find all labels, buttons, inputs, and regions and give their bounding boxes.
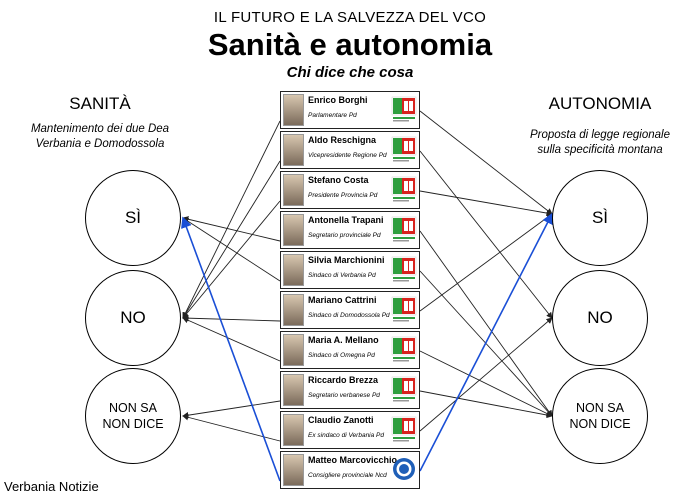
kicker: IL FUTURO E LA SALVEZZA DEL VCO bbox=[213, 9, 487, 26]
autonomia-connector bbox=[419, 110, 553, 215]
autonomia-connector bbox=[419, 190, 553, 217]
autonomia-description: Proposta di legge regionale sulla specif… bbox=[529, 129, 671, 156]
person-photo bbox=[283, 214, 304, 246]
sanita-yes-label: SÌ bbox=[124, 208, 142, 227]
pd-logo-icon bbox=[391, 136, 417, 162]
person-role: Sindaco di Domodossola Pd bbox=[308, 312, 390, 319]
pd-logo-icon bbox=[391, 416, 417, 442]
pd-logo-icon bbox=[391, 336, 417, 362]
sanita-connector bbox=[182, 400, 281, 419]
person-name: Stefano Costa bbox=[308, 175, 369, 185]
sanita-description: Mantenimento dei due Dea Verbania e Domo… bbox=[30, 123, 170, 150]
person-role: Parlamentare Pd bbox=[308, 112, 357, 119]
person-role: Segretario verbanese Pd bbox=[308, 392, 380, 399]
sanita-yes-node: SÌ bbox=[85, 170, 181, 266]
person-name: Riccardo Brezza bbox=[308, 375, 379, 385]
autonomia-connector bbox=[419, 213, 553, 312]
person-role: Segretario provinciale Pd bbox=[308, 232, 381, 239]
sanita-heading: SANITÀ bbox=[69, 94, 131, 113]
pd-logo-icon bbox=[391, 216, 417, 242]
person-name: Silvia Marchionini bbox=[308, 255, 385, 265]
person-role: Presidente Provincia Pd bbox=[308, 192, 378, 199]
person-name: Aldo Reschigna bbox=[308, 135, 377, 145]
ncd-logo-icon bbox=[393, 458, 415, 480]
sanita-connector bbox=[182, 315, 281, 322]
autonomia-connector bbox=[419, 212, 553, 472]
person-name: Maria A. Mellano bbox=[308, 335, 379, 345]
subtitle: Chi dice che cosa bbox=[286, 64, 414, 81]
person-name: Enrico Borghi bbox=[308, 95, 368, 105]
sanita-connector bbox=[182, 200, 281, 319]
sanita-no-node: NO bbox=[85, 270, 181, 366]
autonomia-connector bbox=[419, 150, 553, 319]
person-photo bbox=[283, 374, 304, 406]
autonomia-nonsa-node: NON SA NON DICE bbox=[552, 368, 648, 464]
sanita-nonsa-label: NON SA NON DICE bbox=[102, 401, 164, 431]
autonomia-nonsa-label: NON SA NON DICE bbox=[569, 401, 631, 431]
person-photo bbox=[283, 94, 304, 126]
sanita-connector bbox=[182, 216, 281, 242]
person-role: Ex sindaco di Verbania Pd bbox=[308, 432, 385, 439]
sanita-connector bbox=[181, 216, 281, 482]
person-card: Claudio Zanotti Ex sindaco di Verbania Pd bbox=[280, 411, 420, 449]
sanita-no-label: NO bbox=[120, 308, 146, 327]
autonomia-yes-label: SÌ bbox=[591, 208, 609, 227]
person-role: Consigliere provinciale Ncd bbox=[308, 472, 387, 479]
page-title: Sanità e autonomia bbox=[207, 27, 493, 62]
pd-logo-icon bbox=[391, 376, 417, 402]
pd-logo-icon bbox=[391, 96, 417, 122]
person-role: Sindaco di Omegna Pd bbox=[308, 352, 375, 359]
sanita-connector bbox=[182, 317, 281, 362]
person-role: Vicepresidente Regione Pd bbox=[308, 152, 387, 159]
sanita-connector bbox=[182, 120, 281, 319]
autonomia-connector bbox=[419, 317, 553, 432]
person-role: Sindaco di Verbania Pd bbox=[308, 272, 376, 279]
autonomia-connector bbox=[419, 230, 553, 417]
autonomia-connector bbox=[419, 350, 553, 417]
person-name: Antonella Trapani bbox=[308, 215, 384, 225]
autonomia-yes-node: SÌ bbox=[552, 170, 648, 266]
autonomia-no-node: NO bbox=[552, 270, 648, 366]
person-name: Claudio Zanotti bbox=[308, 415, 374, 425]
pd-logo-icon bbox=[391, 296, 417, 322]
sanita-connector bbox=[182, 217, 281, 282]
footer-credit: Verbania Notizie bbox=[4, 479, 99, 494]
autonomia-heading: AUTONOMIA bbox=[548, 94, 652, 113]
person-photo bbox=[283, 334, 304, 366]
autonomia-no-label: NO bbox=[587, 308, 613, 327]
sanita-nonsa-node: NON SA NON DICE bbox=[85, 368, 181, 464]
person-photo bbox=[283, 254, 304, 286]
sanita-connector bbox=[182, 414, 281, 442]
person-name: Mariano Cattrini bbox=[308, 295, 377, 305]
autonomia-connector bbox=[419, 390, 553, 419]
person-photo bbox=[283, 294, 304, 326]
person-photo bbox=[283, 454, 304, 486]
pd-logo-icon bbox=[391, 256, 417, 282]
person-photo bbox=[283, 414, 304, 446]
person-photo bbox=[283, 134, 304, 166]
pd-logo-icon bbox=[391, 176, 417, 202]
person-name: Matteo Marcovicchio bbox=[308, 455, 398, 465]
person-photo bbox=[283, 174, 304, 206]
sanita-connector bbox=[182, 160, 281, 319]
